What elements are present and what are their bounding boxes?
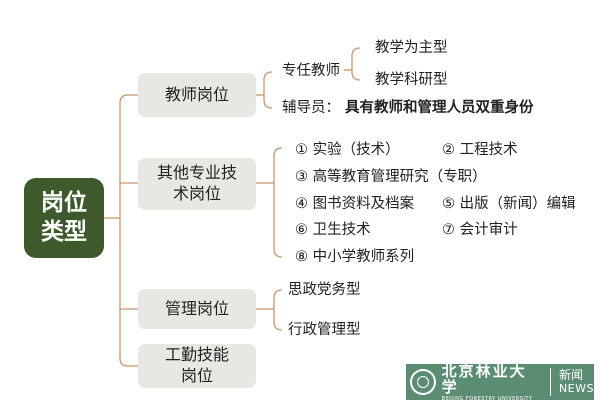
item-accounting: ⑦ 会计审计: [442, 222, 518, 238]
category-teacher: 教师岗位: [138, 73, 256, 117]
news-label: 新闻 NEWS: [558, 367, 594, 395]
connector-management-bracket: [273, 289, 283, 331]
connector-other-bracket: [273, 147, 283, 258]
item-library-archives: ④ 图书资料及档案: [295, 196, 415, 212]
news-label-en: NEWS: [558, 381, 594, 395]
logo-divider: [549, 368, 551, 396]
root-label-line1: 岗位: [41, 190, 87, 217]
category-service-line1: 工勤技能: [164, 345, 229, 365]
news-label-cn: 新闻: [558, 367, 583, 382]
item-admin-management: 行政管理型: [288, 322, 361, 338]
item-publishing: ⑤ 出版（新闻）编辑: [442, 196, 576, 212]
node-teaching-research: 教学科研型: [375, 72, 448, 88]
university-name: 北京林业大学 BEIJING FORESTRY UNIVERSITY: [441, 361, 542, 402]
category-management-label: 管理岗位: [164, 298, 229, 318]
category-management: 管理岗位: [138, 289, 256, 329]
university-seal-icon: [410, 369, 436, 395]
item-political-affairs: 思政党务型: [288, 282, 361, 298]
category-other-professional: 其他专业技 术岗位: [138, 158, 256, 210]
node-teaching-oriented: 教学为主型: [375, 40, 448, 56]
category-teacher-label: 教师岗位: [164, 84, 229, 104]
item-experiment: ① 实验（技术）: [295, 142, 400, 158]
university-name-cn: 北京林业大学: [441, 361, 527, 396]
root-label-line2: 类型: [41, 219, 87, 245]
category-other-line2: 术岗位: [172, 184, 221, 203]
item-school-teachers: ⑧ 中小学教师系列: [295, 249, 415, 265]
category-service-skills: 工勤技能 岗位: [138, 344, 256, 388]
item-engineering: ② 工程技术: [442, 142, 518, 158]
node-counselor: 辅导员：: [282, 100, 340, 116]
connector-fulltime-bracket: [351, 47, 361, 81]
item-health: ⑥ 卫生技术: [295, 222, 371, 238]
node-counselor-note: 具有教师和管理人员双重身份: [345, 100, 534, 116]
node-fulltime-teacher: 专任教师: [282, 63, 340, 79]
connector-root-bracket: [119, 94, 129, 367]
category-service-line2: 岗位: [180, 366, 213, 385]
item-higher-ed-research: ③ 高等教育管理研究（专职）: [295, 169, 487, 185]
category-other-line1: 其他专业技: [156, 163, 237, 183]
university-name-en: BEIJING FORESTRY UNIVERSITY: [441, 395, 533, 402]
root-node: 岗位 类型: [24, 178, 104, 258]
university-news-logo: 北京林业大学 BEIJING FORESTRY UNIVERSITY 新闻 NE…: [406, 361, 594, 402]
connector-teacher-bracket: [263, 71, 273, 109]
